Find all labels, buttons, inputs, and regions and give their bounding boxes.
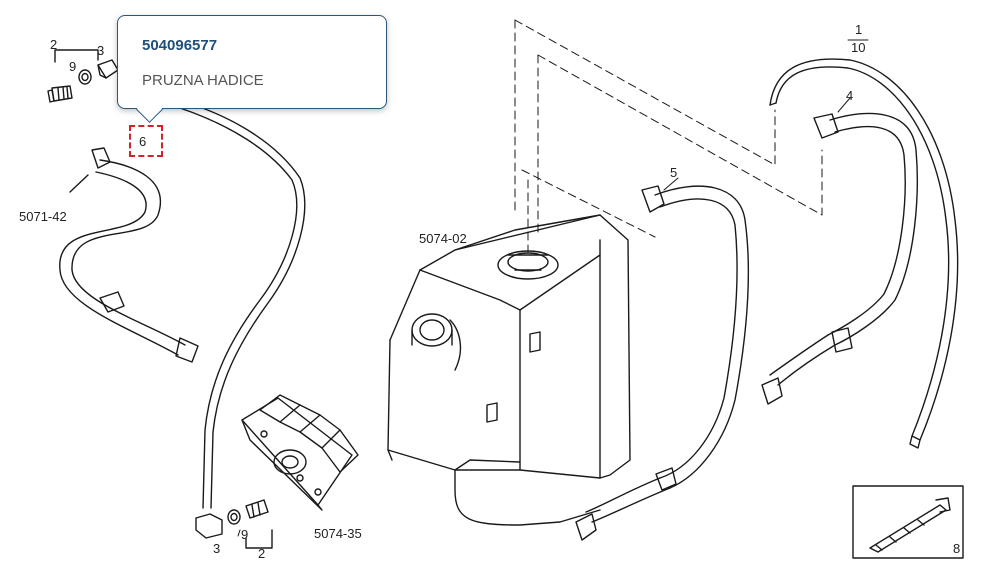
label-2-bottom[interactable]: 2 <box>258 546 266 561</box>
tank-5074-02[interactable] <box>387 214 631 526</box>
label-10[interactable]: 10 <box>851 40 866 55</box>
label-9-top[interactable]: 9 <box>69 59 77 74</box>
tooltip-part-number: 504096577 <box>142 37 218 54</box>
cable-tie-box-8[interactable] <box>852 485 964 559</box>
dashed-leader-lines <box>514 19 823 256</box>
label-leaders <box>237 39 869 537</box>
label-3-top[interactable]: 3 <box>97 43 105 58</box>
label-5074-35[interactable]: 5074-35 <box>314 526 362 541</box>
label-2-top[interactable]: 2 <box>50 37 58 52</box>
tooltip-description: PRUZNA HADICE <box>142 72 264 89</box>
mounting-pad-5074-35[interactable] <box>241 394 359 511</box>
label-4[interactable]: 4 <box>846 88 854 103</box>
label-3-bottom[interactable]: 3 <box>213 541 221 556</box>
part-tooltip[interactable]: 504096577 PRUZNA HADICE <box>117 15 387 123</box>
label-5[interactable]: 5 <box>670 165 678 180</box>
label-9-bottom[interactable]: 9 <box>241 527 249 542</box>
fitting-group-bottom <box>195 499 273 549</box>
fitting-group-top-left <box>47 49 119 103</box>
hose-left-5071-42[interactable] <box>59 147 199 363</box>
label-5071-42[interactable]: 5071-42 <box>19 209 67 224</box>
selected-part-highlight[interactable] <box>129 125 163 157</box>
label-1[interactable]: 1 <box>855 22 863 37</box>
hose-4[interactable] <box>761 112 918 405</box>
label-6[interactable]: 6 <box>139 134 147 149</box>
pipe-1-10 <box>769 58 959 449</box>
label-8[interactable]: 8 <box>953 541 961 556</box>
hose-5[interactable] <box>575 185 750 541</box>
label-5074-02[interactable]: 5074-02 <box>419 231 467 246</box>
rigid-pipe-left <box>179 101 306 509</box>
